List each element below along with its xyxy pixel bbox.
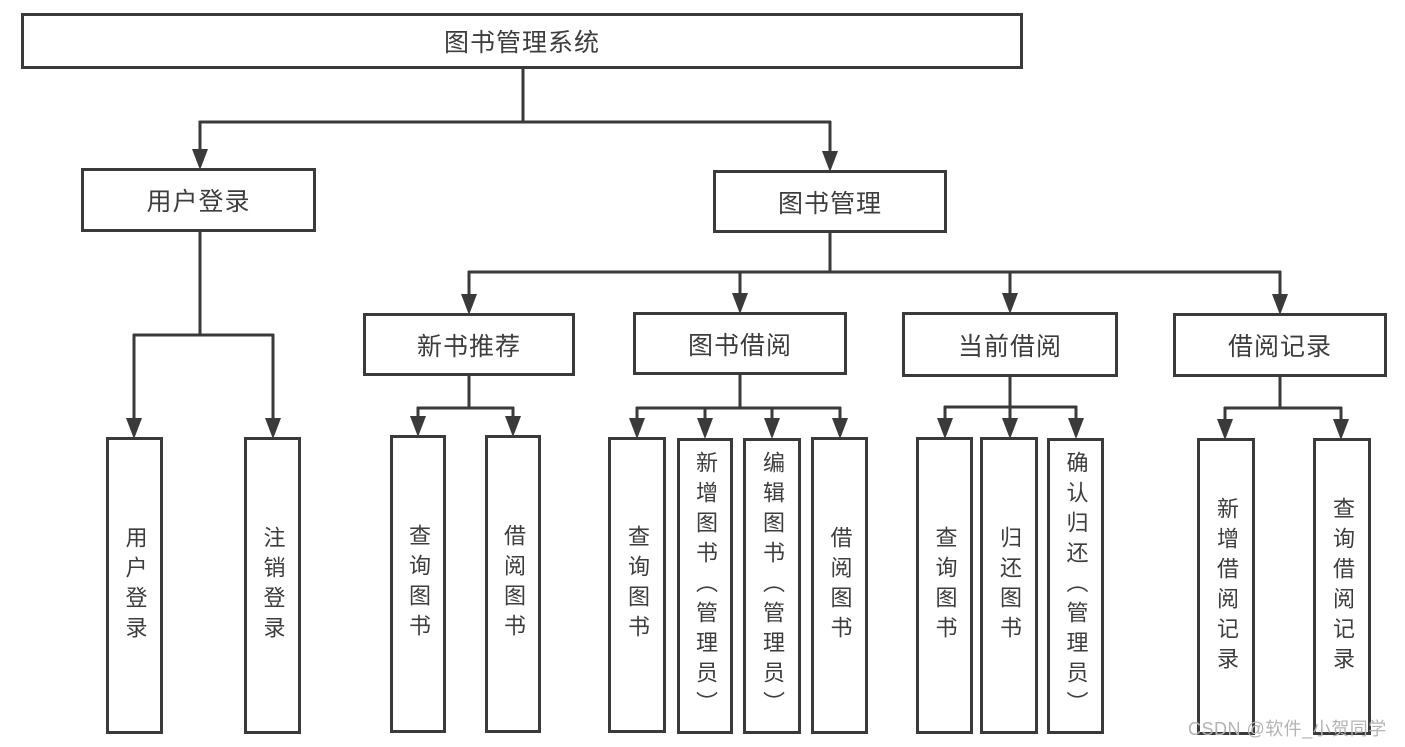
- leaf-nb-borrow-books: 借阅图书: [485, 435, 541, 733]
- leaf-bb-edit-books-admin: 编辑图书（管理员）: [743, 438, 801, 734]
- node-root: 图书管理系统: [21, 13, 1023, 69]
- leaf-logout: 注销登录: [244, 437, 301, 734]
- leaf-cb-query-books: 查询图书: [916, 437, 973, 734]
- leaf-bb-add-books-admin: 新增图书（管理员）: [677, 438, 733, 734]
- leaf-user-login: 用户登录: [106, 437, 163, 734]
- node-borrow-records: 借阅记录: [1173, 313, 1387, 377]
- node-book-management: 图书管理: [713, 170, 947, 233]
- node-user-login: 用户登录: [81, 168, 316, 232]
- node-new-book-recommend: 新书推荐: [363, 313, 575, 376]
- leaf-bb-query-books: 查询图书: [608, 437, 666, 733]
- leaf-br-add-borrow-record: 新增借阅记录: [1197, 438, 1255, 735]
- leaf-cb-return-books: 归还图书: [980, 437, 1038, 734]
- node-book-borrow: 图书借阅: [633, 312, 847, 375]
- node-current-borrow: 当前借阅: [902, 312, 1118, 377]
- leaf-cb-confirm-return-admin: 确认归还（管理员）: [1047, 438, 1104, 734]
- leaf-br-query-borrow-record: 查询借阅记录: [1313, 438, 1371, 735]
- leaf-nb-query-books: 查询图书: [390, 435, 446, 733]
- leaf-bb-borrow-books: 借阅图书: [811, 437, 868, 734]
- csdn-watermark: CSDN @软件_小贺同学: [1188, 719, 1387, 739]
